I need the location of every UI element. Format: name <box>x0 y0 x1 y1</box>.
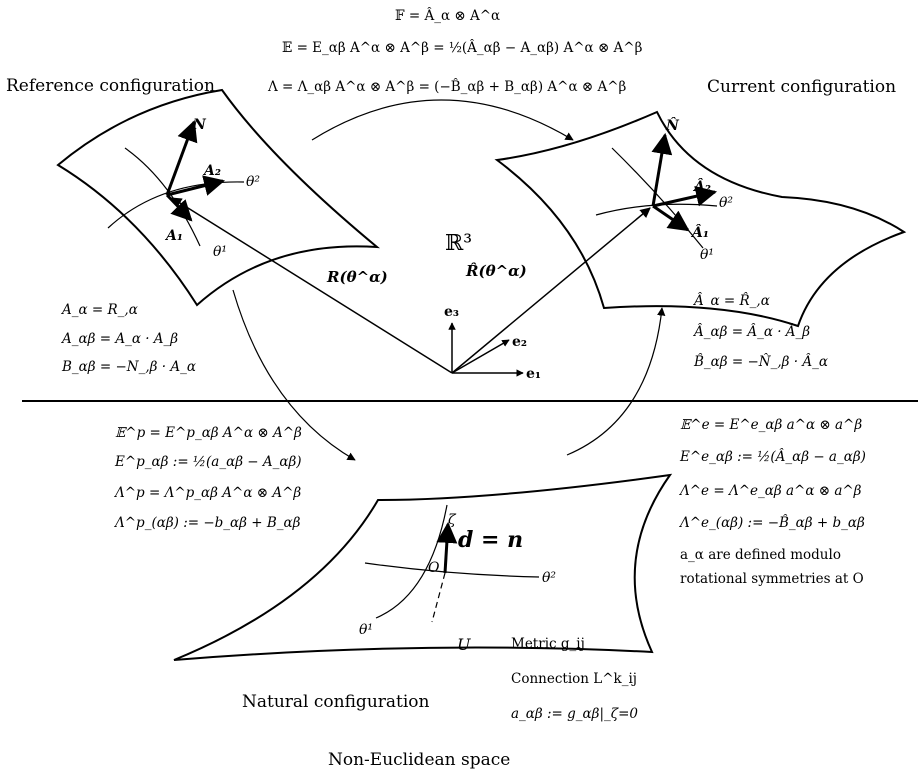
current-eq-metric: Â_αβ = Â_α · Â_β <box>692 324 810 340</box>
reference-theta1-curve <box>124 147 201 247</box>
current-A2-label: Â₂ <box>692 177 711 195</box>
basis-e1-label: e₁ <box>526 366 541 382</box>
elastic-eq-curvature: Λ^e = Λ^e_αβ a^α ⊗ a^β <box>678 483 862 499</box>
natural-surface <box>173 473 673 661</box>
current-theta1-label: θ¹ <box>700 247 714 263</box>
reference-eq-basis: A_α = R_,α <box>60 302 138 318</box>
elastic-eq-strain-def: E^e_αβ := ½(Â_αβ − a_αβ) <box>679 449 866 465</box>
current-theta1-curve <box>611 147 704 249</box>
reference-configuration-title: Reference configuration <box>6 76 215 96</box>
plastic-eq-strain-def: E^p_αβ := ½(a_αβ − A_αβ) <box>114 454 302 470</box>
eq-strain-tensor: 𝔼 = E_αβ A^α ⊗ A^β = ½(Â_αβ − A_αβ) A^α … <box>282 40 643 56</box>
metric-restriction-note: a_αβ := g_αβ|_ζ=0 <box>511 706 638 722</box>
current-surface <box>494 110 907 328</box>
basis-e2-label: e₂ <box>512 334 527 350</box>
natural-dashed-axis <box>431 572 446 623</box>
plastic-eq-curvature: Λ^p = Λ^p_αβ A^α ⊗ A^β <box>113 485 301 501</box>
natural-director-label: d = n <box>458 527 523 553</box>
connection-note: Connection L^k_ij <box>511 671 637 687</box>
natural-origin-label: O <box>428 560 440 576</box>
reference-A2-label: A₂ <box>202 163 221 179</box>
eq-deformation-gradient: 𝔽 = Â_α ⊗ A^α <box>395 8 500 24</box>
current-a2-vector <box>652 185 718 208</box>
basis-e2-vector <box>451 339 510 374</box>
natural-director-vector <box>436 521 458 574</box>
metric-note: Metric g_ij <box>511 636 585 652</box>
current-position-label: R̂(θ^α) <box>465 262 527 280</box>
natural-configuration-title: Natural configuration <box>242 692 430 712</box>
current-normal-vector <box>651 132 673 207</box>
reference-a1-vector <box>165 193 193 222</box>
r3-label: ℝ³ <box>445 231 472 256</box>
elastic-eq-strain: 𝔼^e = E^e_αβ a^α ⊗ a^β <box>680 417 862 433</box>
current-configuration-title: Current configuration <box>707 77 896 97</box>
elastic-note-line2: rotational symmetries at O <box>680 571 864 587</box>
current-position-vector <box>451 207 651 374</box>
plastic-eq-strain: 𝔼^p = E^p_αβ A^α ⊗ A^β <box>115 425 302 441</box>
natural-theta1-label: θ¹ <box>359 622 373 638</box>
current-N-label: N̂ <box>665 116 680 134</box>
current-eq-basis: Â_α = R̂_,α <box>692 293 770 309</box>
natural-to-current-arrow <box>566 307 666 456</box>
reference-position-label: R(θ^α) <box>326 268 388 286</box>
reference-a2-vector <box>166 175 226 197</box>
natural-theta2-label: θ² <box>542 570 556 586</box>
reference-N-label: N <box>192 117 207 133</box>
natural-U-label: U <box>457 635 471 654</box>
current-a1-vector <box>652 204 690 232</box>
basis-e3-label: e₃ <box>444 304 459 320</box>
natural-zeta-label: ζ <box>448 512 457 528</box>
current-A1-label: Â₁ <box>690 223 709 241</box>
current-eq-curvature: B̂_αβ = −N̂_,β · Â_α <box>693 354 828 370</box>
reference-surface <box>56 88 381 307</box>
reference-eq-curvature: B_αβ = −N_,β · A_α <box>61 359 196 375</box>
non-euclidean-space-title: Non-Euclidean space <box>328 750 510 770</box>
elastic-eq-curvature-def: Λ^e_(αβ) := −B̂_αβ + b_αβ <box>678 515 865 531</box>
natural-theta2-curve <box>364 562 540 578</box>
reference-eq-metric: A_αβ = A_α · A_β <box>60 331 178 347</box>
eq-curvature-tensor: Λ = Λ_αβ A^α ⊗ A^β = (−B̂_αβ + B_αβ) A^α… <box>267 79 627 95</box>
reference-position-vector <box>171 197 453 374</box>
reference-A1-label: A₁ <box>164 228 183 244</box>
reference-to-natural-arrow <box>232 289 356 461</box>
current-theta2-label: θ² <box>719 195 733 211</box>
elastic-note-line1: a_α are defined modulo <box>680 547 841 563</box>
reference-normal-vector <box>165 120 198 196</box>
reference-theta1-label: θ¹ <box>213 244 227 260</box>
reference-theta2-label: θ² <box>246 174 260 190</box>
reference-to-current-arrow <box>311 99 574 141</box>
plastic-eq-curvature-def: Λ^p_(αβ) := −b_αβ + B_αβ <box>113 515 301 531</box>
